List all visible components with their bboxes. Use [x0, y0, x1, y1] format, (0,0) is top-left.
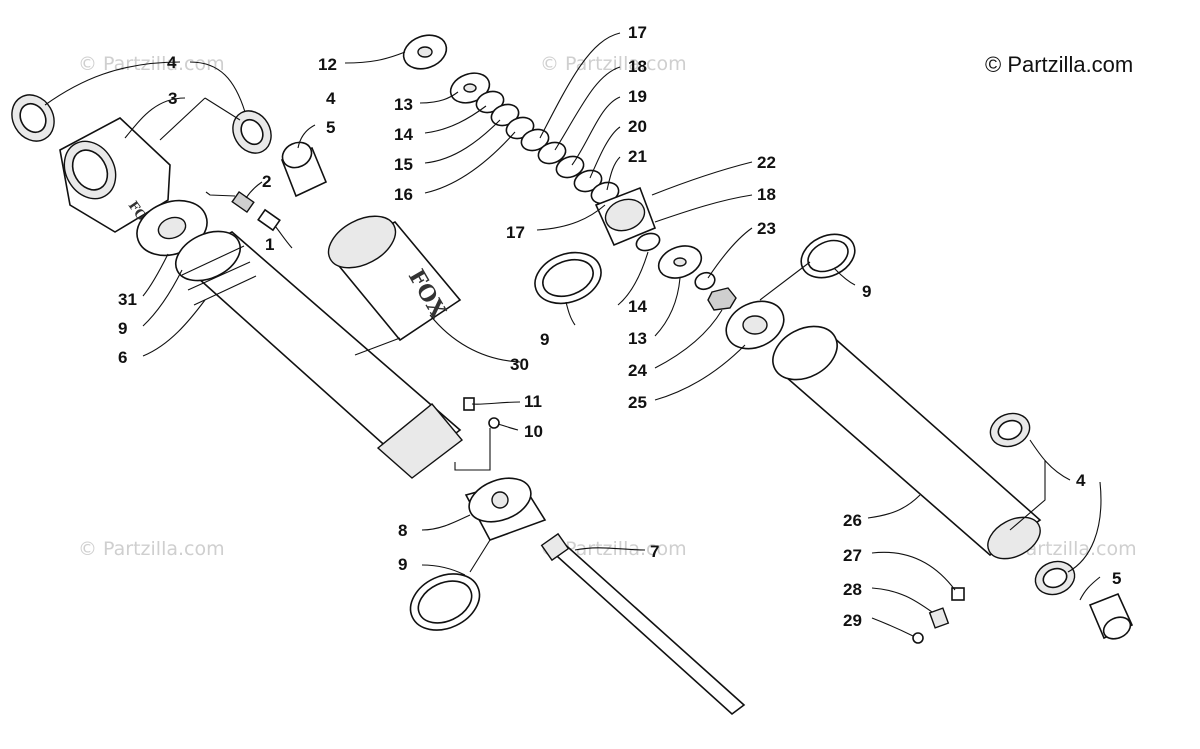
- reservoir-body-26: [772, 325, 1042, 560]
- callout-18-bottom: 18: [757, 185, 776, 204]
- callout-13-top: 13: [394, 95, 413, 114]
- shock-body-main: [175, 230, 464, 479]
- callout-15: 15: [394, 155, 413, 174]
- callout-14-bottom: 14: [628, 297, 647, 316]
- bushing-right-top: [989, 412, 1031, 448]
- callout-14-top: 14: [394, 125, 413, 144]
- callout-labels: 1 2 3 4 4 5 31 9 6 30 11 10 8 9 7 12 13 …: [118, 23, 1121, 630]
- callout-9-center: 9: [540, 330, 549, 349]
- callout-30: 30: [510, 355, 529, 374]
- callout-5-left: 5: [326, 118, 335, 137]
- callout-13-bottom: 13: [628, 329, 647, 348]
- callout-7: 7: [650, 542, 659, 561]
- valve-core-28: [928, 607, 950, 629]
- watermark-top-center: © Partzilla.com: [540, 53, 687, 75]
- callout-12: 12: [318, 55, 337, 74]
- callout-28: 28: [843, 580, 862, 599]
- callout-9-left: 9: [118, 319, 127, 338]
- sleeve-left: [280, 141, 328, 198]
- callout-29: 29: [843, 611, 862, 630]
- callout-11: 11: [524, 392, 542, 411]
- callout-18-top: 18: [628, 57, 647, 76]
- leader-lines: [44, 32, 1102, 637]
- callout-8: 8: [398, 521, 407, 540]
- cap-27: [951, 587, 965, 601]
- reservoir-cap: FOX: [327, 215, 462, 342]
- callout-31: 31: [118, 290, 137, 309]
- callout-2: 2: [262, 172, 271, 191]
- shaft-7: [540, 532, 746, 716]
- callout-23: 23: [757, 219, 776, 238]
- callout-4-top-left: 4: [167, 53, 177, 72]
- bushing-left: [11, 94, 55, 142]
- callout-22: 22: [757, 153, 776, 172]
- seal-9-bottom: [409, 573, 481, 631]
- callout-21: 21: [628, 147, 647, 166]
- callout-26: 26: [843, 511, 862, 530]
- callout-19: 19: [628, 87, 647, 106]
- callout-17-bottom: 17: [506, 223, 525, 242]
- callout-5-right: 5: [1112, 569, 1121, 588]
- callout-4-right: 4: [1076, 471, 1086, 490]
- callout-20: 20: [628, 117, 647, 136]
- callout-25: 25: [628, 393, 647, 412]
- fitting-1: [257, 208, 281, 232]
- sleeve-right: [1088, 592, 1134, 640]
- bushing-right-bottom: [1034, 560, 1076, 596]
- bushing-left-2: [232, 110, 272, 154]
- callout-10: 10: [524, 422, 543, 441]
- watermark-bottom-left: © Partzilla.com: [78, 538, 225, 560]
- callout-3: 3: [168, 89, 177, 108]
- callout-9-bottom: 9: [398, 555, 407, 574]
- fitting-2: [231, 190, 255, 214]
- valve-stack: [402, 34, 737, 311]
- eyelet-body: FOX: [59, 117, 171, 233]
- reservoir-piston-25: [725, 300, 785, 350]
- seal-9-right: [800, 233, 856, 279]
- seal-9-center: [534, 251, 602, 305]
- copyright-notice: © Partzilla.com: [985, 52, 1133, 77]
- callout-4-left: 4: [326, 89, 336, 108]
- callout-24: 24: [628, 361, 647, 380]
- callout-6: 6: [118, 348, 127, 367]
- ball-10: [488, 417, 500, 429]
- callout-16: 16: [394, 185, 413, 204]
- callout-17-top: 17: [628, 23, 647, 42]
- ball-29: [912, 632, 924, 644]
- nut-24: [707, 287, 737, 311]
- callout-1: 1: [265, 235, 274, 254]
- callout-9-right: 9: [862, 282, 871, 301]
- callout-27: 27: [843, 546, 862, 565]
- piston-8: [464, 477, 547, 541]
